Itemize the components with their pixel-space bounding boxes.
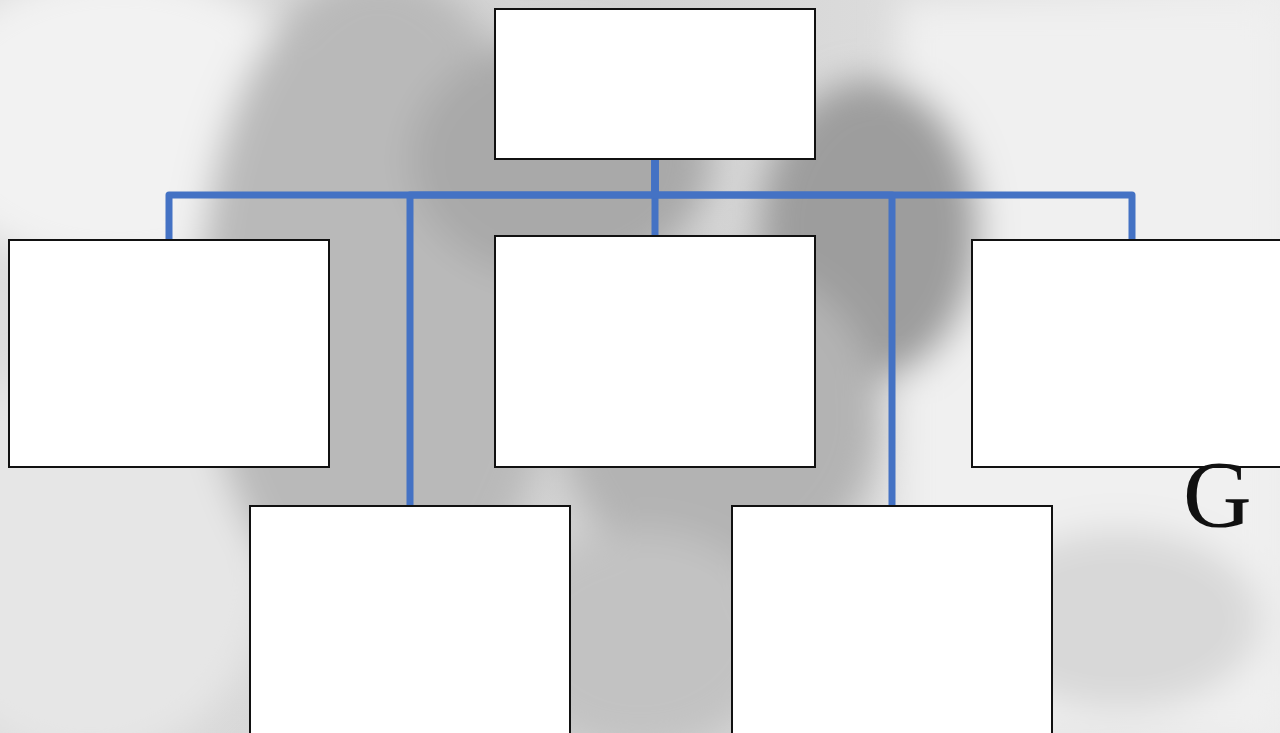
org-box xyxy=(731,505,1053,733)
org-box xyxy=(971,239,1280,468)
org-box xyxy=(249,505,571,733)
org-box xyxy=(494,8,816,160)
title-fragment: G xyxy=(1183,448,1252,543)
org-box xyxy=(494,235,816,468)
org-box xyxy=(8,239,330,468)
